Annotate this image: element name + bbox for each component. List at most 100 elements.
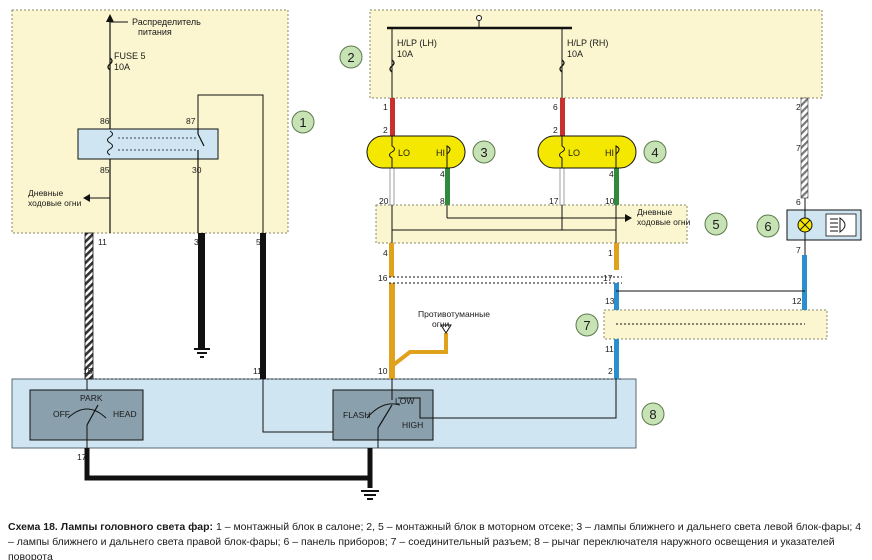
wire-blue-13 bbox=[614, 283, 619, 310]
callout-3 bbox=[472, 140, 496, 164]
callout-3-label: 3 bbox=[480, 145, 487, 160]
engine-fuse-block bbox=[369, 9, 823, 99]
callout-4-label: 4 bbox=[651, 145, 658, 160]
callout-6 bbox=[756, 214, 780, 238]
pin-b5-1: 1 bbox=[608, 248, 613, 258]
pin-c6-7b: 7 bbox=[796, 245, 801, 255]
pin-b5-4: 4 bbox=[383, 248, 388, 258]
engine-block-5 bbox=[375, 204, 688, 244]
wire-7-hatched bbox=[800, 97, 809, 199]
fuse-hlp-lh bbox=[389, 59, 395, 73]
left-lo-label: LO bbox=[398, 148, 410, 158]
pin-b1-11: 11 bbox=[98, 237, 107, 247]
pin-b1-5: 5 bbox=[256, 237, 261, 247]
drl-right-label-2: ходовые огни bbox=[637, 217, 691, 227]
fuse5-rating: 10A bbox=[114, 62, 130, 72]
pin-c6-6: 6 bbox=[796, 197, 801, 207]
right-hi-label: HI bbox=[605, 148, 614, 158]
drl-arrow-left bbox=[83, 194, 90, 202]
fuse-5-symbol bbox=[107, 57, 113, 71]
pin-l4-17: 17 bbox=[549, 196, 559, 206]
pin-c7-11: 11 bbox=[605, 344, 614, 354]
left-hi-label: HI bbox=[436, 148, 445, 158]
fog-label-1: Противотуманные bbox=[418, 309, 490, 319]
hlp-rh-label: H/LP (RH) bbox=[567, 38, 608, 48]
schematic-canvas: 1 2 3 4 5 6 7 8 Распределитель питания F… bbox=[11, 9, 862, 500]
pin-b5-16: 16 bbox=[378, 273, 388, 283]
drl-left-label-2: ходовые огни bbox=[28, 198, 82, 208]
callout-8-label: 8 bbox=[649, 407, 656, 422]
wire-11-hatched bbox=[84, 232, 94, 380]
wire-3-black bbox=[198, 233, 205, 348]
drl-arrow-right bbox=[625, 214, 632, 222]
pin-b5-17: 17 bbox=[603, 273, 613, 283]
callout-2 bbox=[339, 45, 363, 69]
pin-relay-87: 87 bbox=[186, 116, 196, 126]
callout-2-label: 2 bbox=[347, 50, 354, 65]
high-beam-icon bbox=[825, 213, 857, 237]
wire-green-rh bbox=[614, 168, 619, 205]
right-headlamp bbox=[537, 135, 637, 169]
pin-l4-4: 4 bbox=[609, 169, 614, 179]
callout-8 bbox=[641, 402, 665, 426]
hlp-lh-rating: 10A bbox=[397, 49, 413, 59]
drl-right-label-1: Дневные bbox=[637, 207, 672, 217]
pin-s8-2: 2 bbox=[608, 366, 613, 376]
pin-s8-11: 11 bbox=[253, 366, 262, 376]
callout-1 bbox=[291, 110, 315, 134]
wire-17-ground bbox=[84, 448, 373, 488]
pin-l3-4: 4 bbox=[440, 169, 445, 179]
fog-label-2: огни bbox=[432, 319, 450, 329]
pin-b2-1: 1 bbox=[383, 102, 388, 112]
fuse-hlp-rh bbox=[559, 59, 565, 73]
wire-blue-11 bbox=[614, 339, 619, 379]
pin-l3-8: 8 bbox=[440, 196, 445, 206]
wire-green-lh bbox=[445, 168, 450, 205]
hlp-rh-rating: 10A bbox=[567, 49, 583, 59]
wire-orange-lh bbox=[389, 243, 394, 277]
fog-arrow bbox=[440, 324, 452, 334]
wire-orange-rh bbox=[614, 243, 619, 270]
wire-blue-12 bbox=[802, 255, 807, 310]
callout-6-label: 6 bbox=[764, 219, 771, 234]
pin-c7-13: 13 bbox=[605, 296, 615, 306]
pin-relay-85: 85 bbox=[100, 165, 110, 175]
drl-left-label-1: Дневные bbox=[28, 188, 63, 198]
pin-s8-10: 10 bbox=[378, 366, 388, 376]
pin-c7-12: 12 bbox=[792, 296, 802, 306]
fuse5-label: FUSE 5 bbox=[114, 51, 146, 61]
ground-symbol-bottom bbox=[361, 490, 379, 500]
left-headlamp bbox=[366, 135, 466, 169]
pin-b2-2: 2 bbox=[796, 102, 801, 112]
caption-title: Схема 18. Лампы головного света фар: bbox=[8, 521, 214, 533]
right-lo-label: LO bbox=[568, 148, 580, 158]
pin-c6-7a: 7 bbox=[796, 143, 801, 153]
pin-l3-2: 2 bbox=[383, 125, 388, 135]
ground-symbol-left bbox=[194, 348, 210, 358]
pin-b1-3: 3 bbox=[194, 237, 199, 247]
hlp-lh-label: H/LP (LH) bbox=[397, 38, 437, 48]
high-label: HIGH bbox=[402, 420, 423, 430]
park-label: PARK bbox=[80, 393, 103, 403]
callout-7-label: 7 bbox=[583, 318, 590, 333]
power-source-label-2: питания bbox=[138, 27, 172, 37]
low-label: LOW bbox=[395, 396, 414, 406]
callout-5 bbox=[704, 212, 728, 236]
pin-l4-2: 2 bbox=[553, 125, 558, 135]
wire-5-black bbox=[260, 233, 266, 379]
callout-1-label: 1 bbox=[299, 115, 306, 130]
callout-5-label: 5 bbox=[712, 217, 719, 232]
pin-relay-30: 30 bbox=[192, 165, 202, 175]
off-label: OFF bbox=[53, 409, 70, 419]
callout-7 bbox=[575, 313, 599, 337]
power-source-label-1: Распределитель bbox=[132, 17, 201, 27]
relay-contact bbox=[197, 129, 205, 159]
pin-l3-20: 20 bbox=[379, 196, 389, 206]
headlamp-relay bbox=[77, 128, 219, 160]
interior-fuse-block bbox=[11, 9, 289, 234]
wire-red-lh bbox=[390, 98, 395, 136]
pin-s8-15: 15 bbox=[83, 366, 93, 376]
callout-4 bbox=[643, 140, 667, 164]
supply-arrow bbox=[106, 14, 114, 22]
